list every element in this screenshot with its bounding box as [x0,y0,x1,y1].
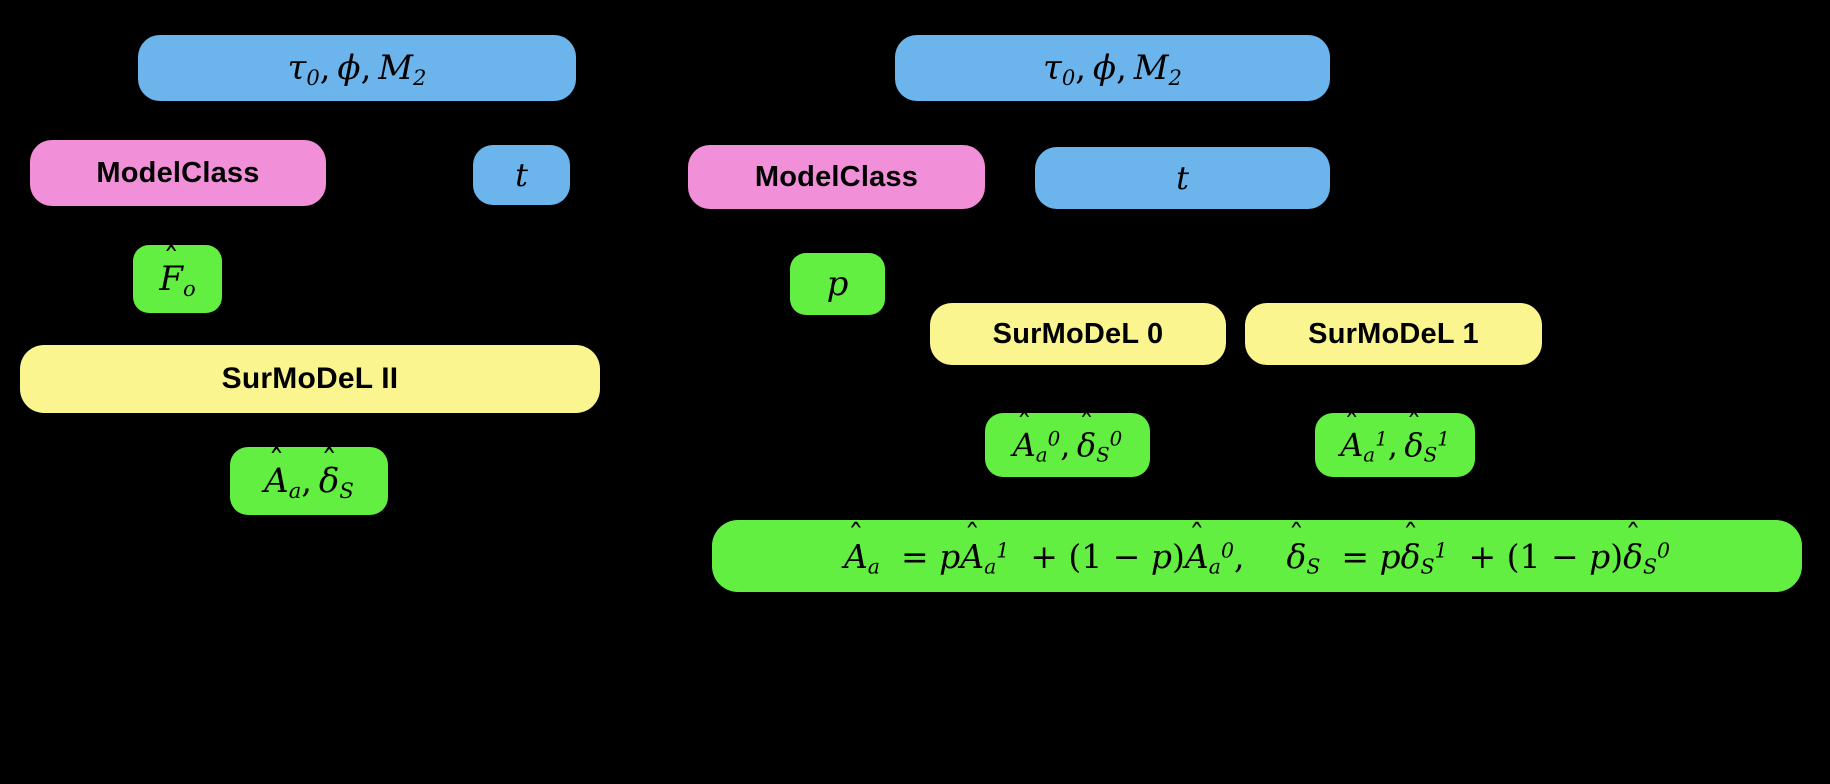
right-panel: τ0, ϕ, M2 ModelClass t p SurMoDeL 0 SurM… [660,0,1830,784]
left-surmodel-label: SurMoDeL II [221,362,399,395]
right-surmodel-1-box: SurMoDeL 1 [1245,303,1542,365]
right-p-box: p [790,253,885,315]
right-model-class-box: ModelClass [688,145,985,209]
right-time-label: t [1176,159,1189,197]
right-inputs-box: τ0, ϕ, M2 [895,35,1330,101]
right-inputs-label: τ0, ϕ, M2 [1043,48,1182,90]
right-surmodel-1-label: SurMoDeL 1 [1308,317,1479,350]
left-time-box: t [473,145,570,205]
left-surmodel-box: SurMoDeL II [20,345,600,413]
right-surmodel-0-label: SurMoDeL 0 [992,317,1164,350]
left-model-class-label: ModelClass [96,156,260,189]
left-inputs-box: τ0, ϕ, M2 [138,35,576,101]
left-model-class-box: ModelClass [30,140,326,206]
left-time-label: t [515,156,528,194]
right-surmodel-0-box: SurMoDeL 0 [930,303,1226,365]
right-p-label: p [826,264,849,304]
right-model-class-label: ModelClass [754,160,919,193]
left-inputs-label: τ0, ϕ, M2 [287,48,427,90]
right-time-box: t [1035,147,1330,209]
